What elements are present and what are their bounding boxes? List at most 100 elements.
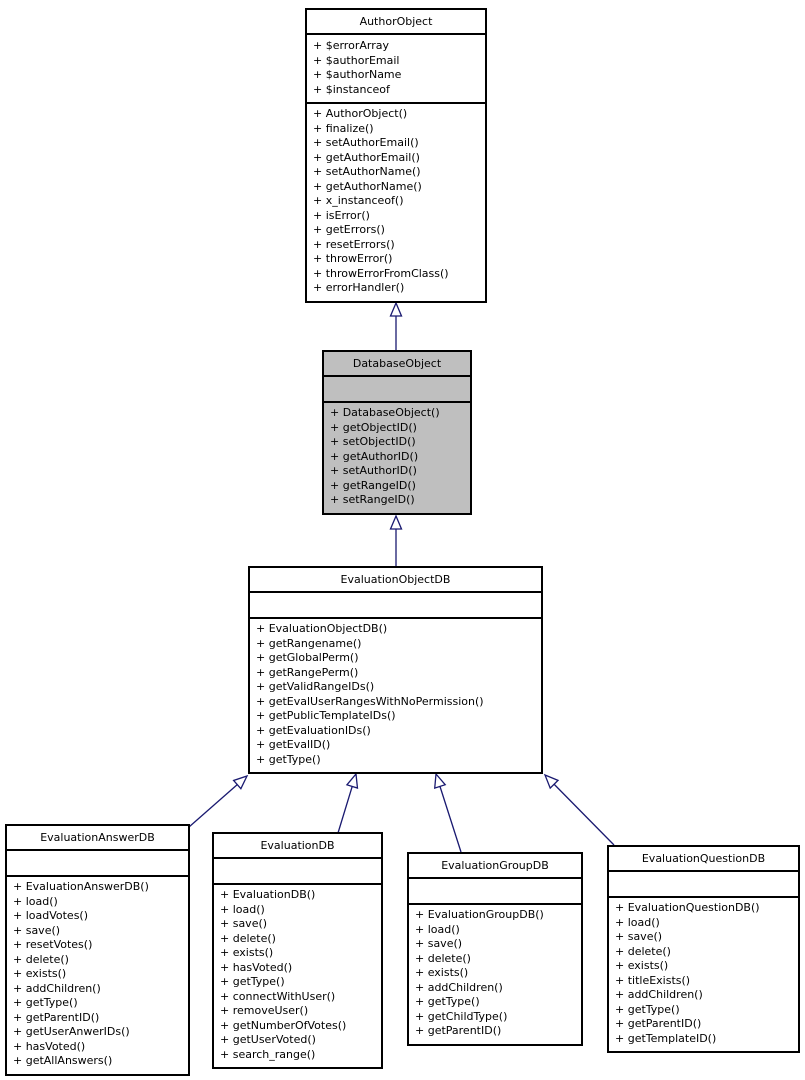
class-member: + exists() <box>13 967 67 980</box>
class-member: + setAuthorName() <box>313 165 421 178</box>
class-member: + getValidRangeIDs() <box>256 680 375 693</box>
inheritance-arrow <box>389 301 403 351</box>
class-member: + setRangeID() <box>330 493 415 506</box>
class-node-databaseobject[interactable]: DatabaseObject + DatabaseObject()+ getOb… <box>322 350 472 515</box>
class-attributes <box>214 859 381 885</box>
class-member: + $errorArray <box>313 39 389 52</box>
class-member: + AuthorObject() <box>313 107 408 120</box>
class-title: EvaluationQuestionDB <box>609 847 798 872</box>
class-member: + getAllAnswers() <box>13 1054 113 1067</box>
class-methods: + DatabaseObject()+ getObjectID()+ setOb… <box>324 403 470 513</box>
class-member: + getEvalID() <box>256 738 331 751</box>
class-member: + getRangeID() <box>330 478 416 492</box>
class-member: + getType() <box>415 995 480 1008</box>
class-member: + delete() <box>220 931 276 945</box>
class-member: + setAuthorID() <box>330 464 417 477</box>
class-member: + getRangename() <box>256 636 362 650</box>
class-member: + getTemplateID() <box>615 1031 717 1045</box>
class-member: + connectWithUser() <box>220 989 336 1003</box>
class-member: + getPublicTemplateIDs() <box>256 709 396 722</box>
class-title: EvaluationGroupDB <box>409 854 581 879</box>
class-title: EvaluationObjectDB <box>250 568 541 593</box>
class-node-evaluationanswerdb[interactable]: EvaluationAnswerDB + EvaluationAnswerDB(… <box>5 824 190 1076</box>
inheritance-arrow <box>337 772 359 834</box>
class-member: + getObjectID() <box>330 420 417 434</box>
class-member: + getParentID() <box>13 1010 100 1024</box>
class-title: EvaluationAnswerDB <box>7 826 188 851</box>
class-title: DatabaseObject <box>324 352 470 377</box>
class-node-evaluationdb[interactable]: EvaluationDB + EvaluationDB()+ load()+ s… <box>212 832 383 1069</box>
class-attributes <box>609 872 798 898</box>
class-member: + search_range() <box>220 1047 316 1061</box>
class-member: + addChildren() <box>415 980 503 994</box>
class-member: + getParentID() <box>615 1017 702 1030</box>
inheritance-arrow <box>188 774 249 828</box>
class-member: + exists() <box>220 946 274 959</box>
class-methods: + EvaluationQuestionDB()+ load()+ save()… <box>609 898 798 1051</box>
class-methods: + EvaluationAnswerDB()+ load()+ loadVote… <box>7 877 188 1074</box>
class-methods: + EvaluationDB()+ load()+ save()+ delete… <box>214 885 381 1067</box>
class-member: + getNumberOfVotes() <box>220 1018 347 1032</box>
class-member: + addChildren() <box>13 981 101 995</box>
class-attributes <box>409 879 581 905</box>
class-member: + $authorEmail <box>313 53 400 67</box>
class-member: + $authorName <box>313 68 402 81</box>
class-member: + EvaluationAnswerDB() <box>13 880 149 893</box>
class-member: + delete() <box>415 951 471 965</box>
class-attributes <box>7 851 188 877</box>
class-node-evaluationgroupdb[interactable]: EvaluationGroupDB + EvaluationGroupDB() +… <box>407 852 583 1046</box>
class-attributes <box>324 377 470 403</box>
class-member: + save() <box>13 923 61 937</box>
class-member: + hasVoted() <box>220 960 293 974</box>
class-member: + getParentID() <box>415 1024 502 1037</box>
class-member: + delete() <box>615 944 671 958</box>
class-member: + getAuthorName() <box>313 179 422 193</box>
class-member: + load() <box>13 894 58 908</box>
class-node-evaluationquestiondb[interactable]: EvaluationQuestionDB + EvaluationQuestio… <box>607 845 800 1053</box>
class-member: + EvaluationQuestionDB() <box>615 901 760 914</box>
class-member: + $instanceof <box>313 82 390 96</box>
class-member: + getGlobalPerm() <box>256 651 359 664</box>
class-member: + loadVotes() <box>13 909 89 922</box>
class-member: + addChildren() <box>615 988 703 1001</box>
inheritance-arrow <box>389 514 403 566</box>
class-member: + getUserVoted() <box>220 1033 316 1046</box>
class-member: + EvaluationDB() <box>220 888 316 901</box>
class-member: + errorHandler() <box>313 281 405 294</box>
inheritance-arrow <box>543 773 615 846</box>
class-member: + throwError() <box>313 252 393 265</box>
class-member: + exists() <box>615 959 669 972</box>
class-member: + EvaluationGroupDB() <box>415 908 544 921</box>
class-title: AuthorObject <box>307 10 485 35</box>
class-member: + getEvaluationIDs() <box>256 723 371 737</box>
class-member: + hasVoted() <box>13 1039 86 1053</box>
inheritance-arrow <box>433 772 462 853</box>
class-member: + DatabaseObject() <box>330 406 440 419</box>
class-member: + resetVotes() <box>13 938 93 951</box>
class-attributes <box>250 593 541 619</box>
class-member: + setAuthorEmail() <box>313 136 419 149</box>
class-node-evaluationobjectdb[interactable]: EvaluationObjectDB + EvaluationObjectDB(… <box>248 566 543 774</box>
class-member: + getType() <box>615 1002 680 1016</box>
class-member: + load() <box>220 902 265 916</box>
class-methods: + EvaluationObjectDB()+ getRangename()+ … <box>250 619 541 772</box>
class-member: + resetErrors() <box>313 237 395 251</box>
class-member: + x_instanceof() <box>313 194 404 207</box>
class-member: + getEvalUserRangesWithNoPermission() <box>256 694 484 708</box>
class-member: + save() <box>615 930 663 943</box>
class-member: + removeUser() <box>220 1004 309 1017</box>
class-title: EvaluationDB <box>214 834 381 859</box>
class-member: + save() <box>415 937 463 950</box>
class-member: + getType() <box>220 975 285 988</box>
class-attributes: + $errorArray+ $authorEmail+ $authorName… <box>307 35 485 104</box>
class-member: + getUserAnwerIDs() <box>13 1025 130 1038</box>
class-member: + setObjectID() <box>330 435 416 448</box>
class-member: + getType() <box>13 996 78 1009</box>
class-member: + isError() <box>313 208 370 222</box>
class-member: + getChildType() <box>415 1009 508 1023</box>
class-methods: + AuthorObject()+ finalize()+ setAuthorE… <box>307 104 485 301</box>
class-member: + delete() <box>13 952 69 966</box>
class-node-authorobject[interactable]: AuthorObject + $errorArray+ $authorEmail… <box>305 8 487 303</box>
class-member: + load() <box>615 915 660 929</box>
